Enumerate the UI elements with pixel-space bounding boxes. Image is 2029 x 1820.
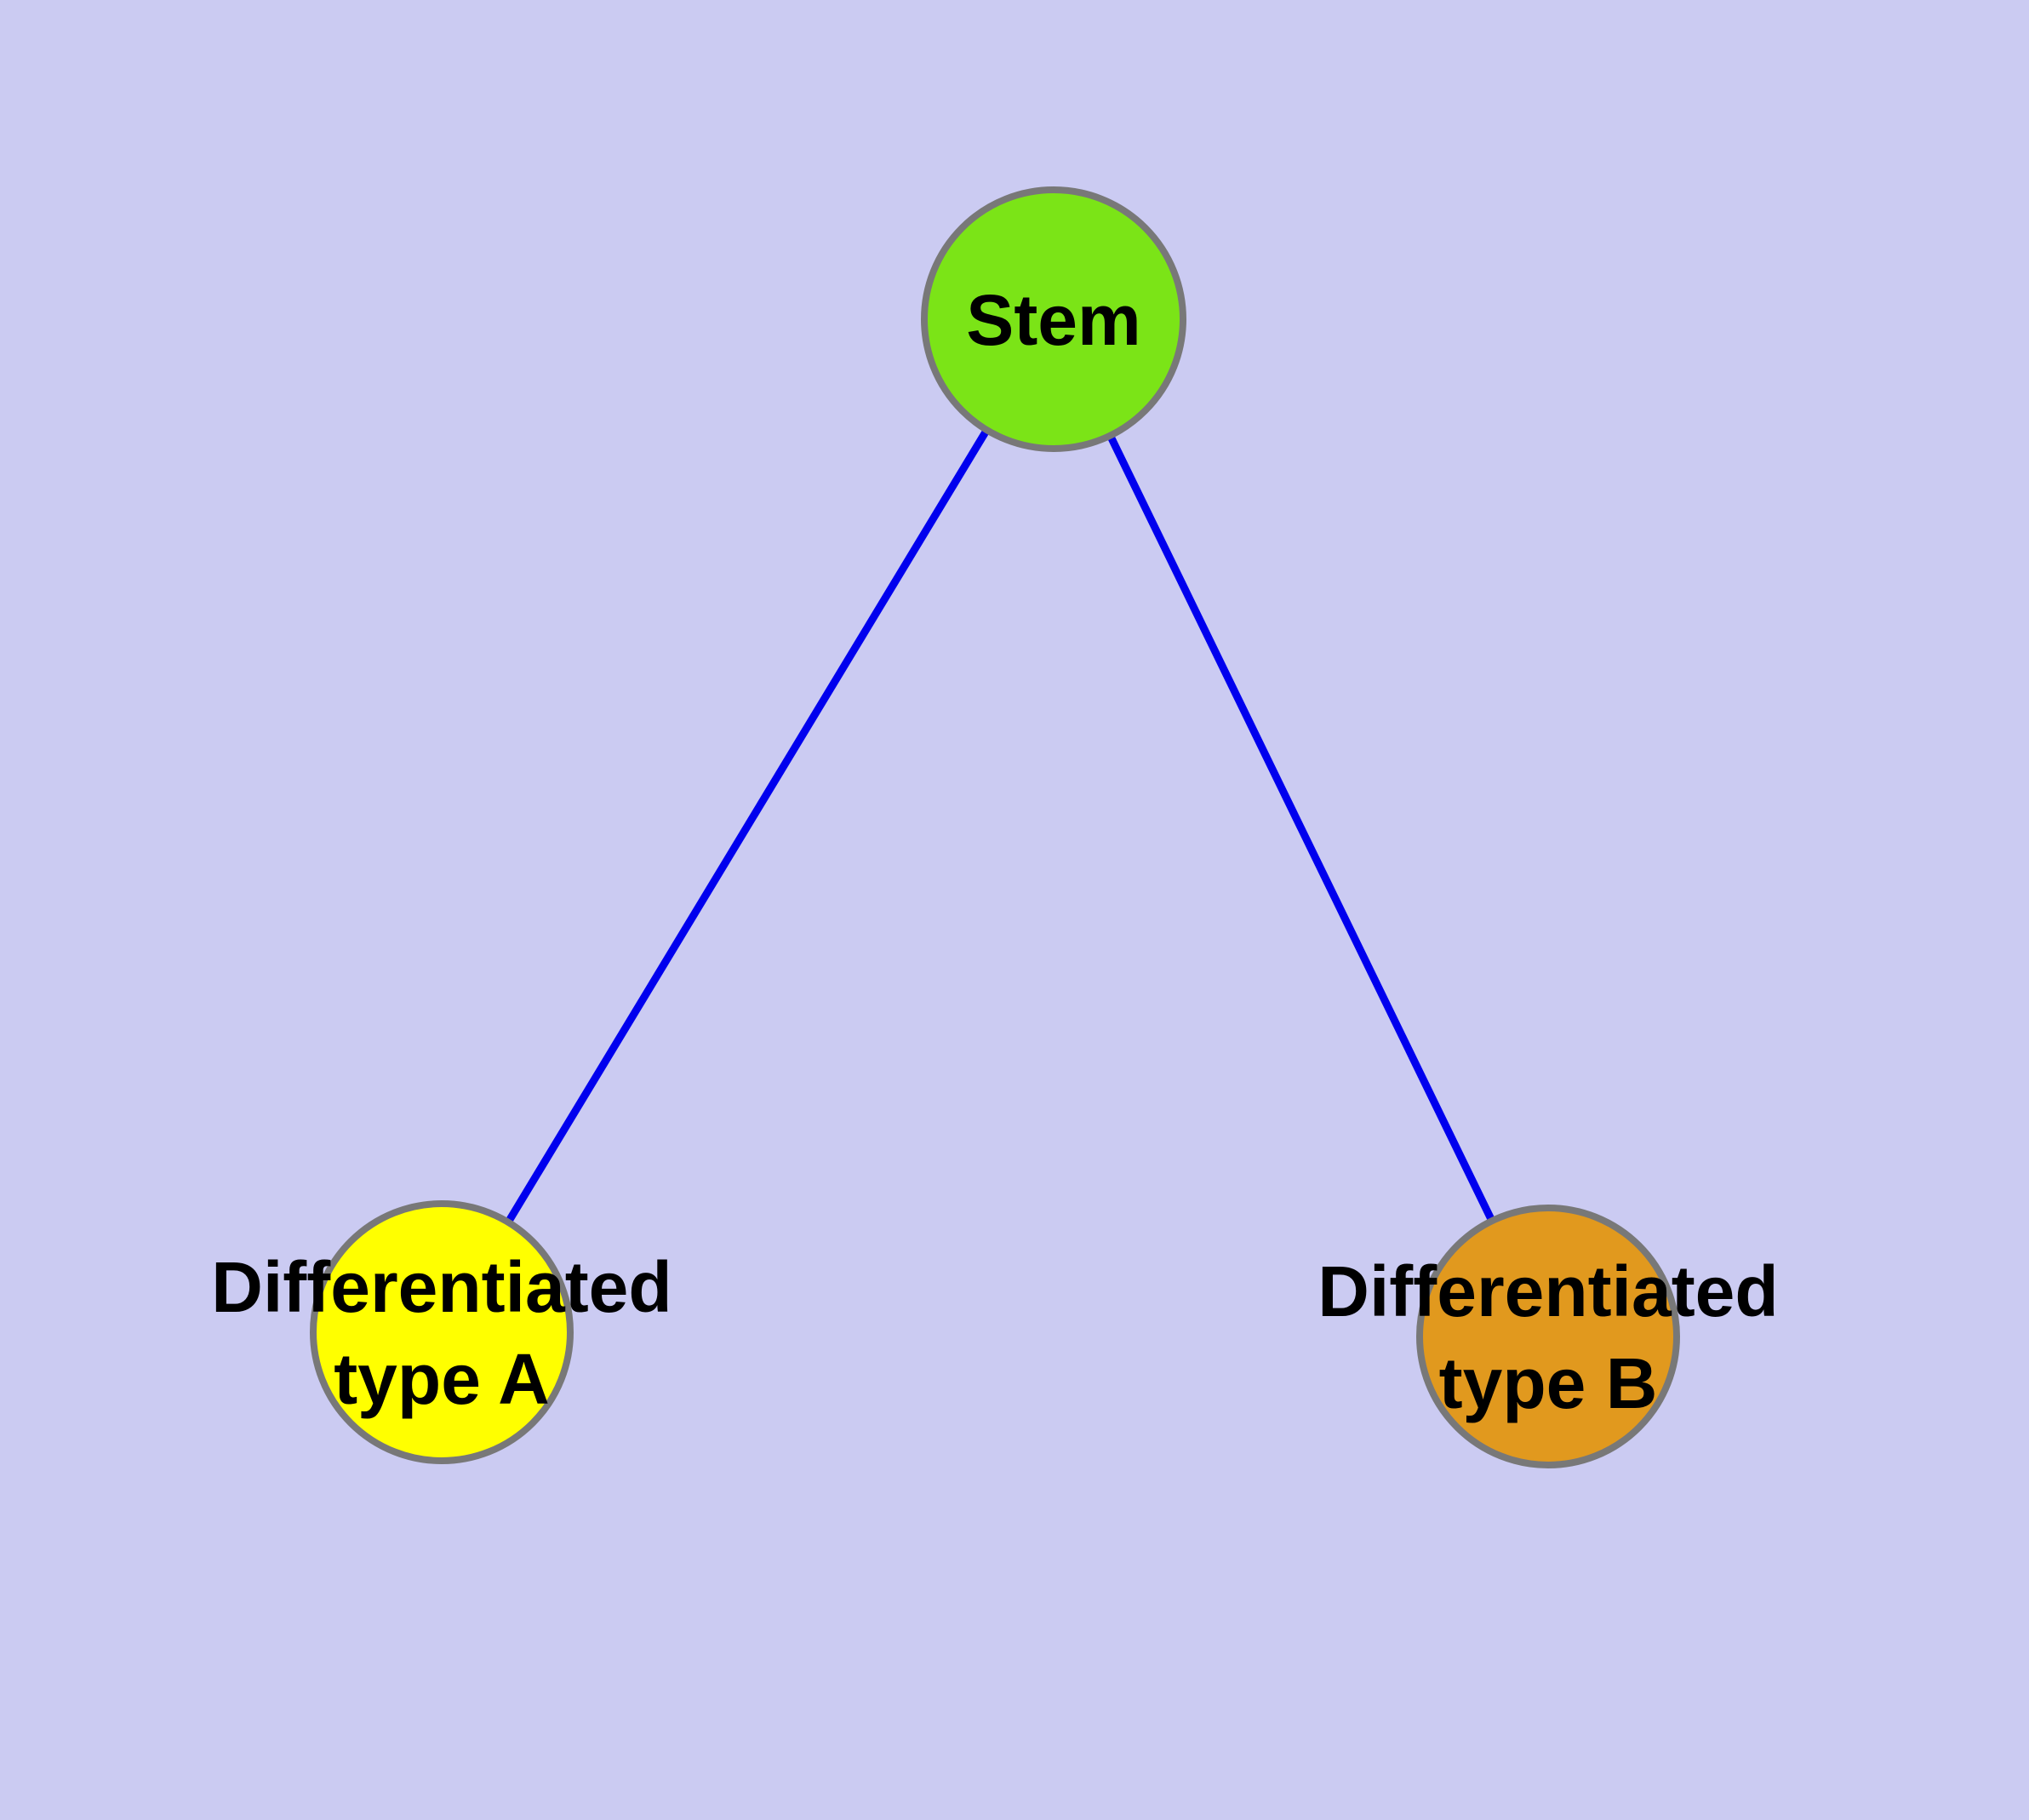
node-diff-b-label: Differentiated type B (1317, 1251, 1778, 1423)
node-diff-a-label: Differentiated type A (211, 1247, 672, 1419)
node-diff-b: Differentiated type B (1317, 1205, 1779, 1468)
node-diff-b-label-line-2: type B (1439, 1343, 1658, 1423)
node-stem-label: Stem (966, 280, 1140, 360)
node-diff-a-circle (310, 1200, 574, 1464)
node-diff-a-label-line-2: type A (334, 1339, 550, 1419)
node-stem-label-line-1: Stem (966, 280, 1140, 360)
node-diff-a-label-line-1: Differentiated (211, 1247, 672, 1327)
edge-stem-diff-b (1049, 318, 1552, 1338)
edge-stem-diff-a (438, 317, 1057, 1335)
node-stem: Stem (921, 186, 1186, 452)
node-diff-b-label-line-1: Differentiated (1317, 1251, 1778, 1331)
node-diff-b-circle (1416, 1205, 1680, 1468)
node-diff-a: Differentiated type A (211, 1200, 672, 1464)
node-stem-circle (921, 186, 1186, 452)
